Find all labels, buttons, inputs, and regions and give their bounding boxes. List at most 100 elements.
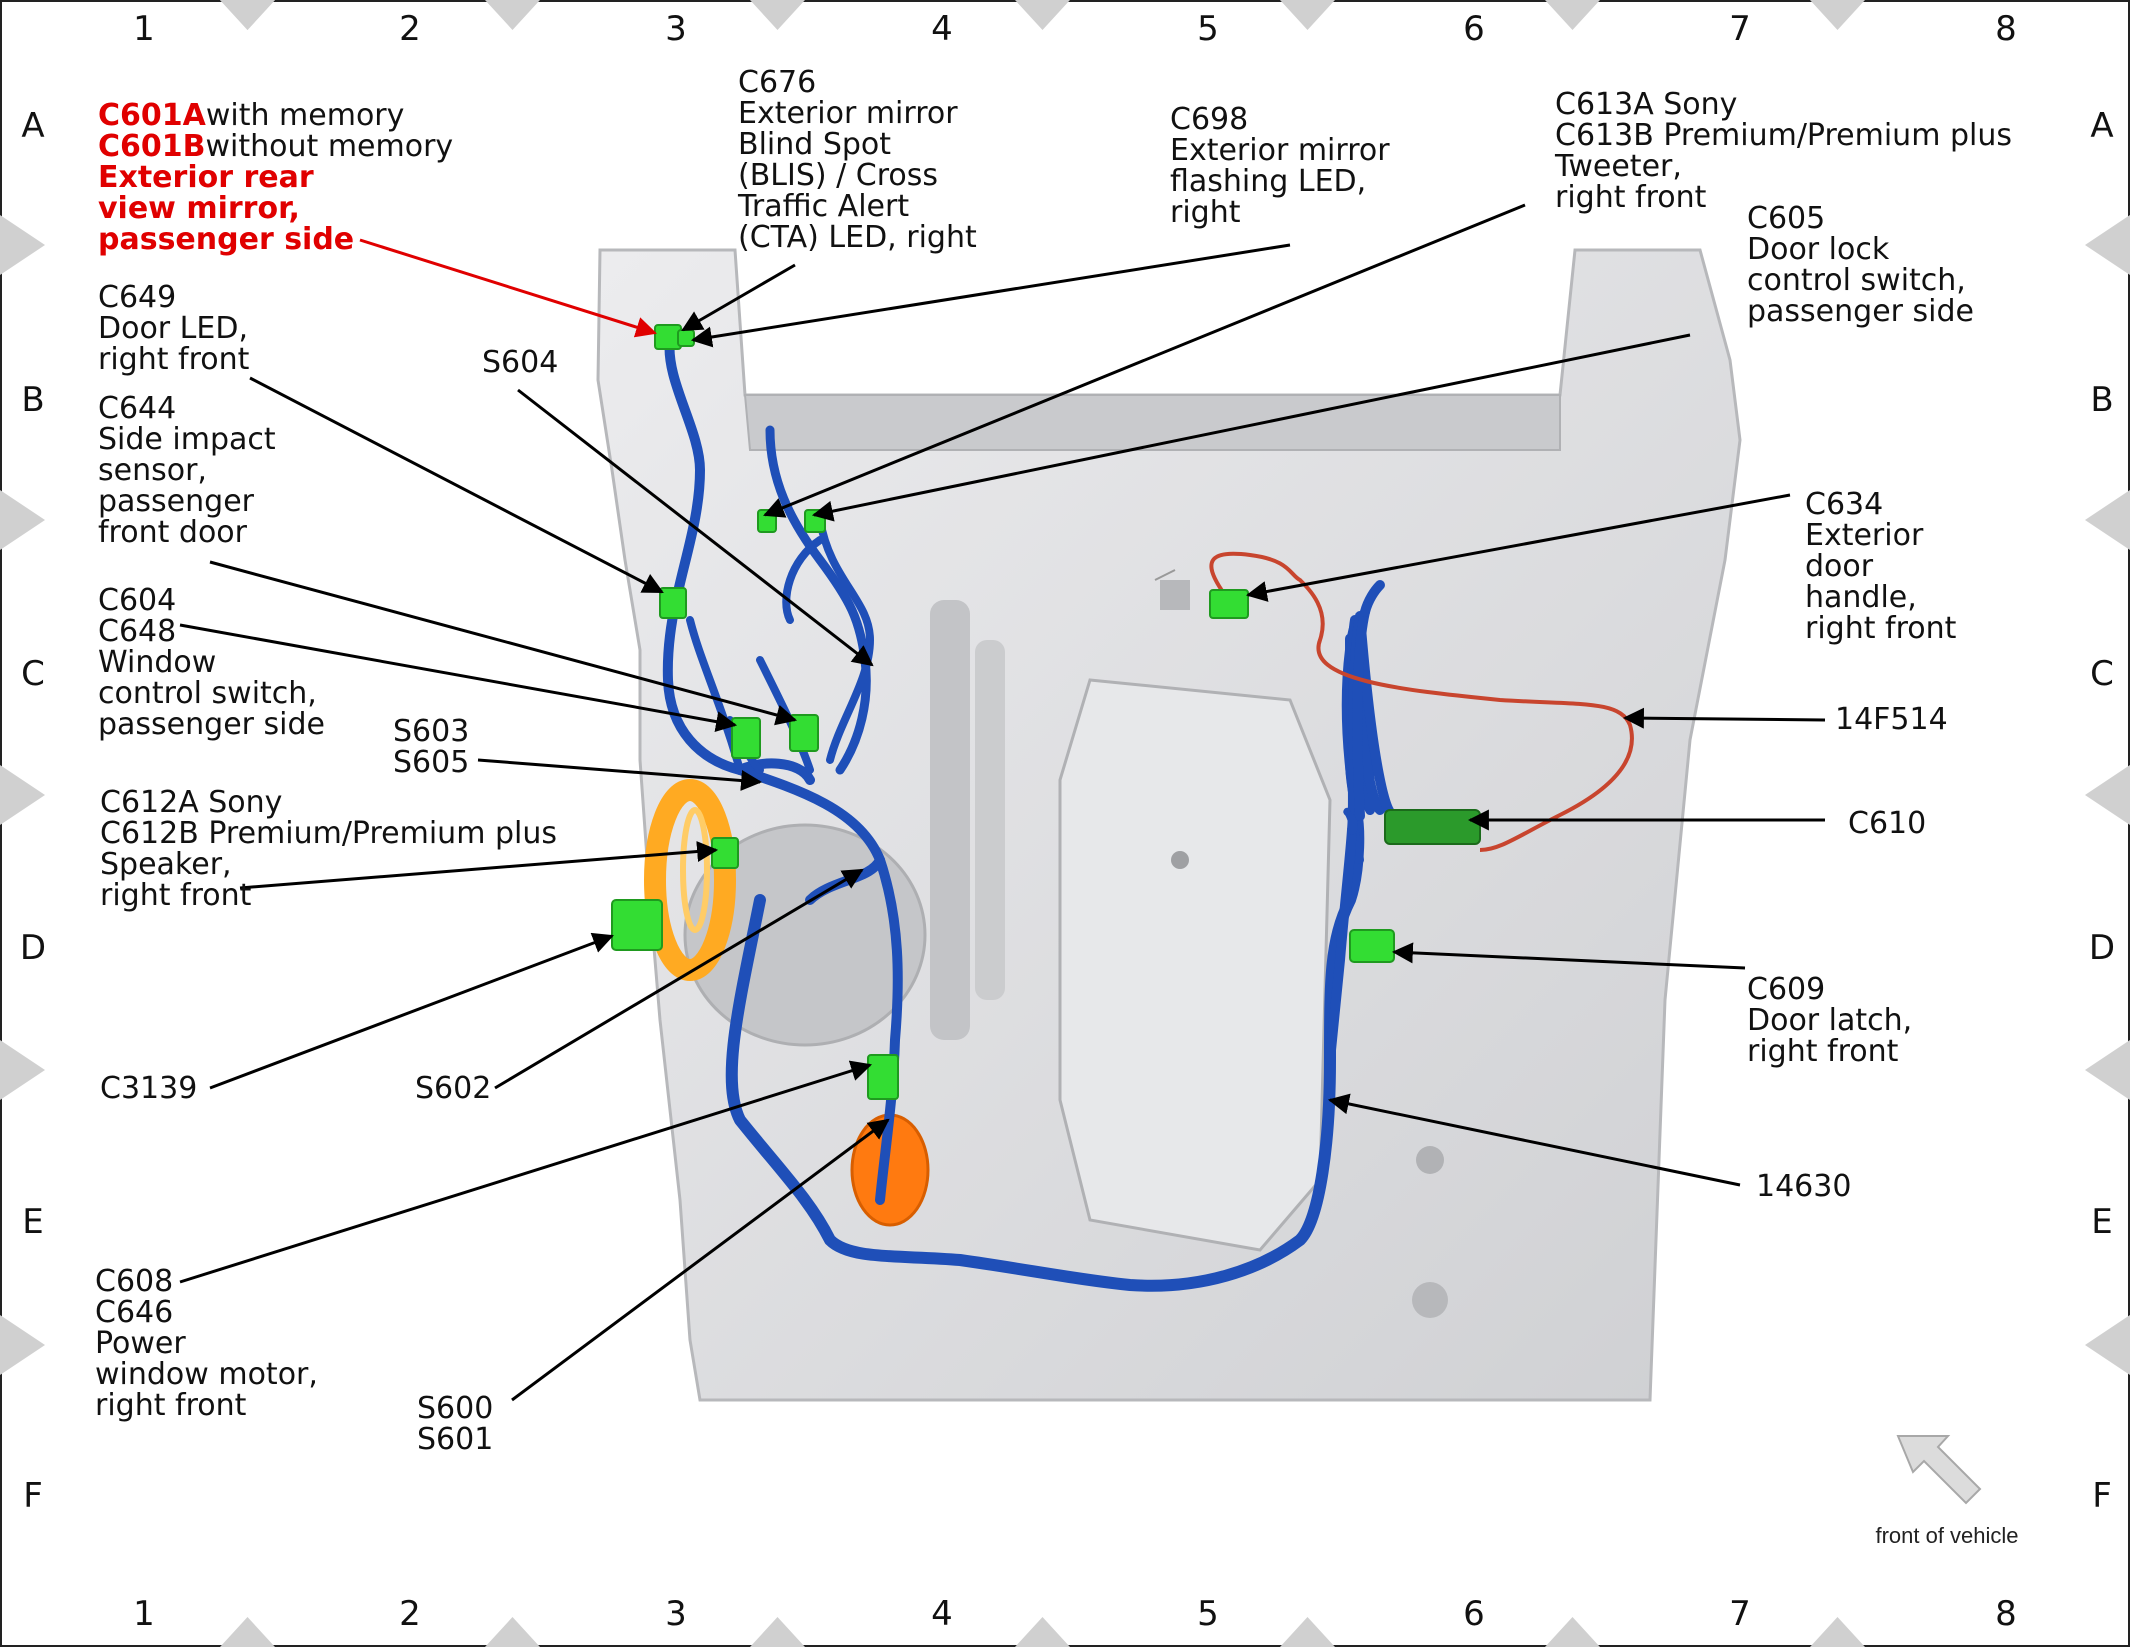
callout-text: C609 [1747,972,1825,1007]
callout-text: Blind Spot [738,127,891,162]
row-label-right: D [2089,928,2115,968]
leader-c634 [1245,493,1791,602]
col-label-top: 6 [1463,9,1485,49]
col-label-bottom: 3 [665,1594,687,1634]
row-label-right: E [2091,1202,2112,1242]
callout-text: Window [98,645,216,680]
callout-text: window motor, [95,1357,318,1392]
callout-c3139: C3139 [100,1071,197,1106]
callout-text: C604 [98,583,176,618]
callout-text: Door latch, [1747,1003,1912,1038]
callout-text: 14630 [1756,1169,1851,1204]
callout-text: Door lock [1747,232,1890,267]
connector-c634 [1209,589,1249,619]
connector-c608 [867,1054,899,1100]
callout-text: C605 [1747,201,1825,236]
leader-s604 [517,388,874,667]
callout-text: passenger side [1747,294,1974,329]
callout-text: C649 [98,280,176,315]
callout-text: Traffic Alert [737,189,909,224]
leader-c613 [763,203,1526,518]
leader-c604 [179,623,738,732]
callout-text: right front [95,1388,247,1423]
callout-text: control switch, [98,676,317,711]
leader-14630 [1327,1093,1741,1187]
col-label-bottom: 2 [399,1594,421,1634]
row-label-left: A [21,106,44,146]
col-label-bottom: 7 [1729,1594,1751,1634]
row-label-left: B [21,380,44,420]
col-label-bottom: 6 [1463,1594,1485,1634]
row-label-right: F [2092,1476,2112,1516]
leader-s600 [511,1118,890,1402]
col-label-bottom: 8 [1995,1594,2017,1634]
front-arrow-icon [1896,1435,1982,1505]
callout-s602: S602 [415,1071,491,1106]
callout-text: S601 [417,1422,493,1457]
callout-text: C644 [98,391,176,426]
col-label-top: 8 [1995,9,2017,49]
row-label-right: B [2090,380,2113,420]
callout-text: handle, [1805,580,1917,615]
connector-c649 [659,587,687,619]
leader-c3139 [209,932,614,1090]
callout-text: right front [1805,611,1957,646]
leader-c601 [359,238,658,338]
row-label-left: C [21,654,45,694]
row-label-right: C [2090,654,2114,694]
callout-c610: C610 [1848,806,1926,841]
callout-text: right front [100,878,252,913]
speaker-component [644,779,736,981]
col-label-top: 1 [133,9,155,49]
callout-text: passenger [98,484,255,519]
front-of-vehicle-indicator: front of vehicle [1875,1435,2019,1548]
connector-c676 [677,329,695,347]
callout-text: C648 [98,614,176,649]
connector-c612 [711,837,739,869]
leader-c676 [681,263,796,332]
row-label-left: E [22,1202,43,1242]
col-label-top: 3 [665,9,687,49]
callout-text: sensor, [98,453,207,488]
callout-text: Tweeter, [1554,149,1682,184]
callout-text: (CTA) LED, right [738,220,977,255]
callout-text: Door LED, [98,311,248,346]
callout-text: S600 [417,1391,493,1426]
door-panel [596,248,1742,1402]
callout-text: right front [98,342,250,377]
connector-c610 [1384,809,1481,845]
grid-labels: 1 2 3 4 5 6 7 8 1 2 3 4 5 6 7 8 A B C D … [20,9,2115,1634]
callout-s604: S604 [482,345,558,380]
callout-text: door [1805,549,1874,584]
callout-text: C601A [98,98,207,133]
row-label-left: D [20,928,46,968]
col-label-bottom: 1 [133,1594,155,1634]
col-label-top: 2 [399,9,421,49]
callout-text: C613B Premium/Premium plus [1555,118,2012,153]
leader-s603 [477,758,763,791]
callout-w14630: 14630 [1756,1169,1851,1204]
leader-c644 [209,560,798,726]
col-label-top: 7 [1729,9,1751,49]
callout-text: front door [98,515,248,550]
callout-text: passenger side [98,707,325,742]
front-of-vehicle-label: front of vehicle [1875,1523,2018,1548]
callout-text: Exterior mirror [1170,133,1390,168]
callout-text: S605 [393,745,469,780]
connector-c3139 [611,899,663,951]
leader-c605 [811,333,1691,522]
callout-text: C612B Premium/Premium plus [100,816,557,851]
leader-c612 [239,841,719,890]
callout-text: C612A Sony [100,785,282,820]
callout-text: 14F514 [1835,702,1948,737]
